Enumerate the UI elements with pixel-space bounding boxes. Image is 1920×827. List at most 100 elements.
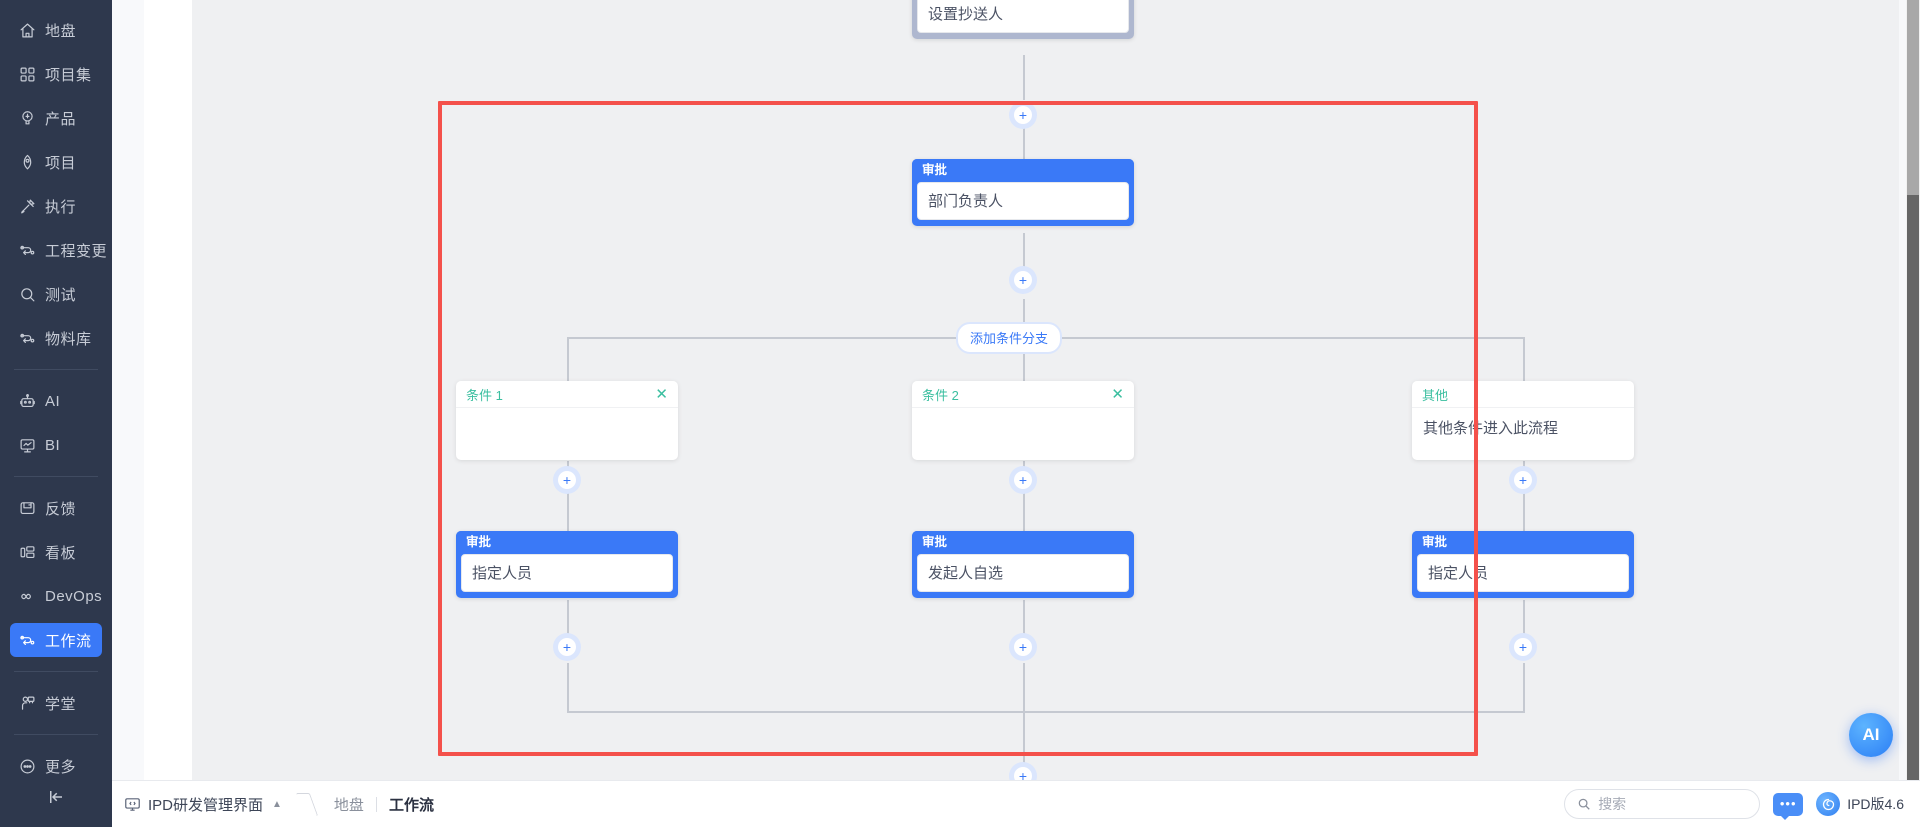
search-box[interactable] — [1564, 789, 1761, 819]
sidebar-item-学堂[interactable]: 学堂 — [10, 686, 102, 720]
flow-node-type-label: 审批 — [456, 531, 678, 554]
brand-version-label: IPD版4.6 — [1847, 796, 1904, 812]
sidebar-item-更多[interactable]: 更多 — [10, 749, 102, 783]
flow-node-value[interactable]: 发起人自选 — [917, 554, 1129, 592]
sidebar-group: 更多 — [0, 744, 112, 788]
connector-line — [567, 600, 569, 636]
flow-node-approval[interactable]: 审批 指定人员 — [456, 531, 678, 598]
add-node-button[interactable]: + — [1009, 466, 1037, 494]
connector-line — [1523, 337, 1525, 382]
flow-node-value[interactable]: 部门负责人 — [917, 182, 1129, 220]
sidebar-item-label: 执行 — [45, 198, 77, 216]
sidebar-item-BI[interactable]: BI — [10, 428, 102, 462]
flow-node-approval[interactable]: 审批 发起人自选 — [912, 531, 1134, 598]
plus-icon: + — [1014, 271, 1032, 289]
dart-icon — [18, 197, 37, 216]
sidebar-item-看板[interactable]: 看板 — [10, 535, 102, 569]
add-node-button[interactable]: + — [1509, 466, 1537, 494]
scrollbar-thumb[interactable] — [1907, 195, 1919, 780]
condition-card[interactable]: 条件 1 ✕ — [456, 381, 678, 460]
sidebar-item-label: 项目 — [45, 154, 77, 172]
plus-icon: + — [1014, 638, 1032, 656]
sidebar-collapse-button[interactable] — [0, 777, 112, 817]
sidebar-item-产品[interactable]: 产品 — [10, 101, 102, 135]
scrollbar-track-top[interactable] — [1907, 0, 1919, 195]
add-condition-branch-button[interactable]: 添加条件分支 — [956, 322, 1063, 354]
sidebar-item-物料库[interactable]: 物料库 — [10, 321, 102, 355]
sidebar-group: AI BI — [0, 379, 112, 467]
feedback-icon — [18, 499, 37, 518]
canvas-left-gutter — [112, 0, 192, 780]
search-circle-icon — [18, 285, 37, 304]
sidebar-item-AI[interactable]: AI — [10, 384, 102, 418]
condition-card[interactable]: 条件 2 ✕ — [912, 381, 1134, 460]
condition-title: 条件 1 — [466, 387, 503, 403]
sidebar-item-测试[interactable]: 测试 — [10, 277, 102, 311]
flow-node-approval[interactable]: 审批 指定人员 — [1412, 531, 1634, 598]
breadcrumb-app-switcher[interactable]: IPD研发管理界面 ▲ — [124, 794, 288, 815]
workflow-canvas[interactable]: 发起 设置抄送人 + 审批 部门负责人 + — [192, 0, 1899, 780]
connector-line — [1023, 497, 1025, 532]
sidebar-divider — [14, 734, 98, 735]
breadcrumb-current[interactable]: 工作流 — [388, 796, 434, 814]
home-icon — [18, 21, 37, 40]
add-node-button[interactable]: + — [1009, 266, 1037, 294]
plus-icon: + — [558, 471, 576, 489]
spiral-logo-icon — [1816, 792, 1841, 816]
collapse-left-icon — [50, 791, 62, 803]
sidebar-item-地盘[interactable]: 地盘 — [10, 13, 102, 47]
condition-card[interactable]: 其他 其他条件进入此流程 — [1412, 381, 1634, 460]
condition-body: 其他条件进入此流程 — [1423, 420, 1559, 437]
chat-bubble-icon[interactable]: ••• — [1773, 792, 1804, 820]
sidebar-item-label: 地盘 — [45, 22, 77, 40]
sidebar-group: 学堂 — [0, 681, 112, 725]
add-node-button[interactable]: + — [1009, 762, 1037, 780]
sidebar-item-label: 测试 — [45, 286, 77, 304]
monitor-code-icon — [125, 797, 140, 811]
flow-node-type-label: 审批 — [912, 531, 1134, 554]
chat-dots: ••• — [1779, 795, 1797, 811]
add-node-button[interactable]: + — [553, 633, 581, 661]
connector-line — [1523, 600, 1525, 636]
sidebar-item-项目[interactable]: 项目 — [10, 145, 102, 179]
grid-icon — [18, 65, 37, 84]
flow-node-approval[interactable]: 审批 部门负责人 — [912, 159, 1134, 226]
ai-assistant-button[interactable]: AI — [1849, 713, 1893, 757]
breadcrumb: IPD研发管理界面 ▲ 地盘 工作流 — [124, 790, 446, 818]
flow-node-value[interactable]: 设置抄送人 — [917, 0, 1129, 33]
sidebar-item-工程变更[interactable]: 工程变更 — [10, 233, 107, 267]
flow-node-value[interactable]: 指定人员 — [1417, 554, 1629, 592]
breadcrumb-divider — [288, 790, 322, 818]
plus-icon: + — [1014, 767, 1032, 780]
close-icon[interactable]: ✕ — [1111, 385, 1124, 403]
connector-line — [1023, 55, 1025, 100]
breadcrumb-separator — [375, 796, 377, 812]
sidebar-item-项目集[interactable]: 项目集 — [10, 57, 102, 91]
workflow-canvas-wrapper[interactable]: 发起 设置抄送人 + 审批 部门负责人 + — [112, 0, 1920, 780]
connector-line — [1023, 350, 1025, 380]
add-node-button[interactable]: + — [553, 466, 581, 494]
breadcrumb-parent[interactable]: 地盘 — [333, 796, 364, 814]
close-icon[interactable]: ✕ — [655, 385, 668, 403]
main-area: 发起 设置抄送人 + 审批 部门负责人 + — [112, 0, 1920, 827]
vertical-scrollbar[interactable] — [1906, 0, 1920, 780]
connector-line — [1023, 600, 1025, 636]
infinity-icon — [18, 587, 37, 606]
sidebar-item-执行[interactable]: 执行 — [10, 189, 102, 223]
sidebar-item-工作流[interactable]: 工作流 — [10, 623, 102, 657]
sidebar-item-DevOps[interactable]: DevOps — [10, 579, 102, 613]
flow-node-value[interactable]: 指定人员 — [461, 554, 673, 592]
add-node-button[interactable]: + — [1009, 633, 1037, 661]
breadcrumb-app-name: IPD研发管理界面 — [148, 796, 264, 814]
branch-bar-bottom — [567, 711, 1524, 713]
search-input[interactable] — [1598, 796, 1739, 812]
plus-icon: + — [558, 638, 576, 656]
add-node-button[interactable]: + — [1509, 633, 1537, 661]
brand-version[interactable]: IPD版4.6 — [1816, 792, 1904, 816]
flow-icon — [18, 631, 37, 650]
add-node-button[interactable]: + — [1009, 101, 1037, 129]
sidebar-divider — [14, 476, 98, 477]
sidebar-item-反馈[interactable]: 反馈 — [10, 491, 102, 525]
flow-node-start[interactable]: 发起 设置抄送人 — [912, 0, 1134, 39]
